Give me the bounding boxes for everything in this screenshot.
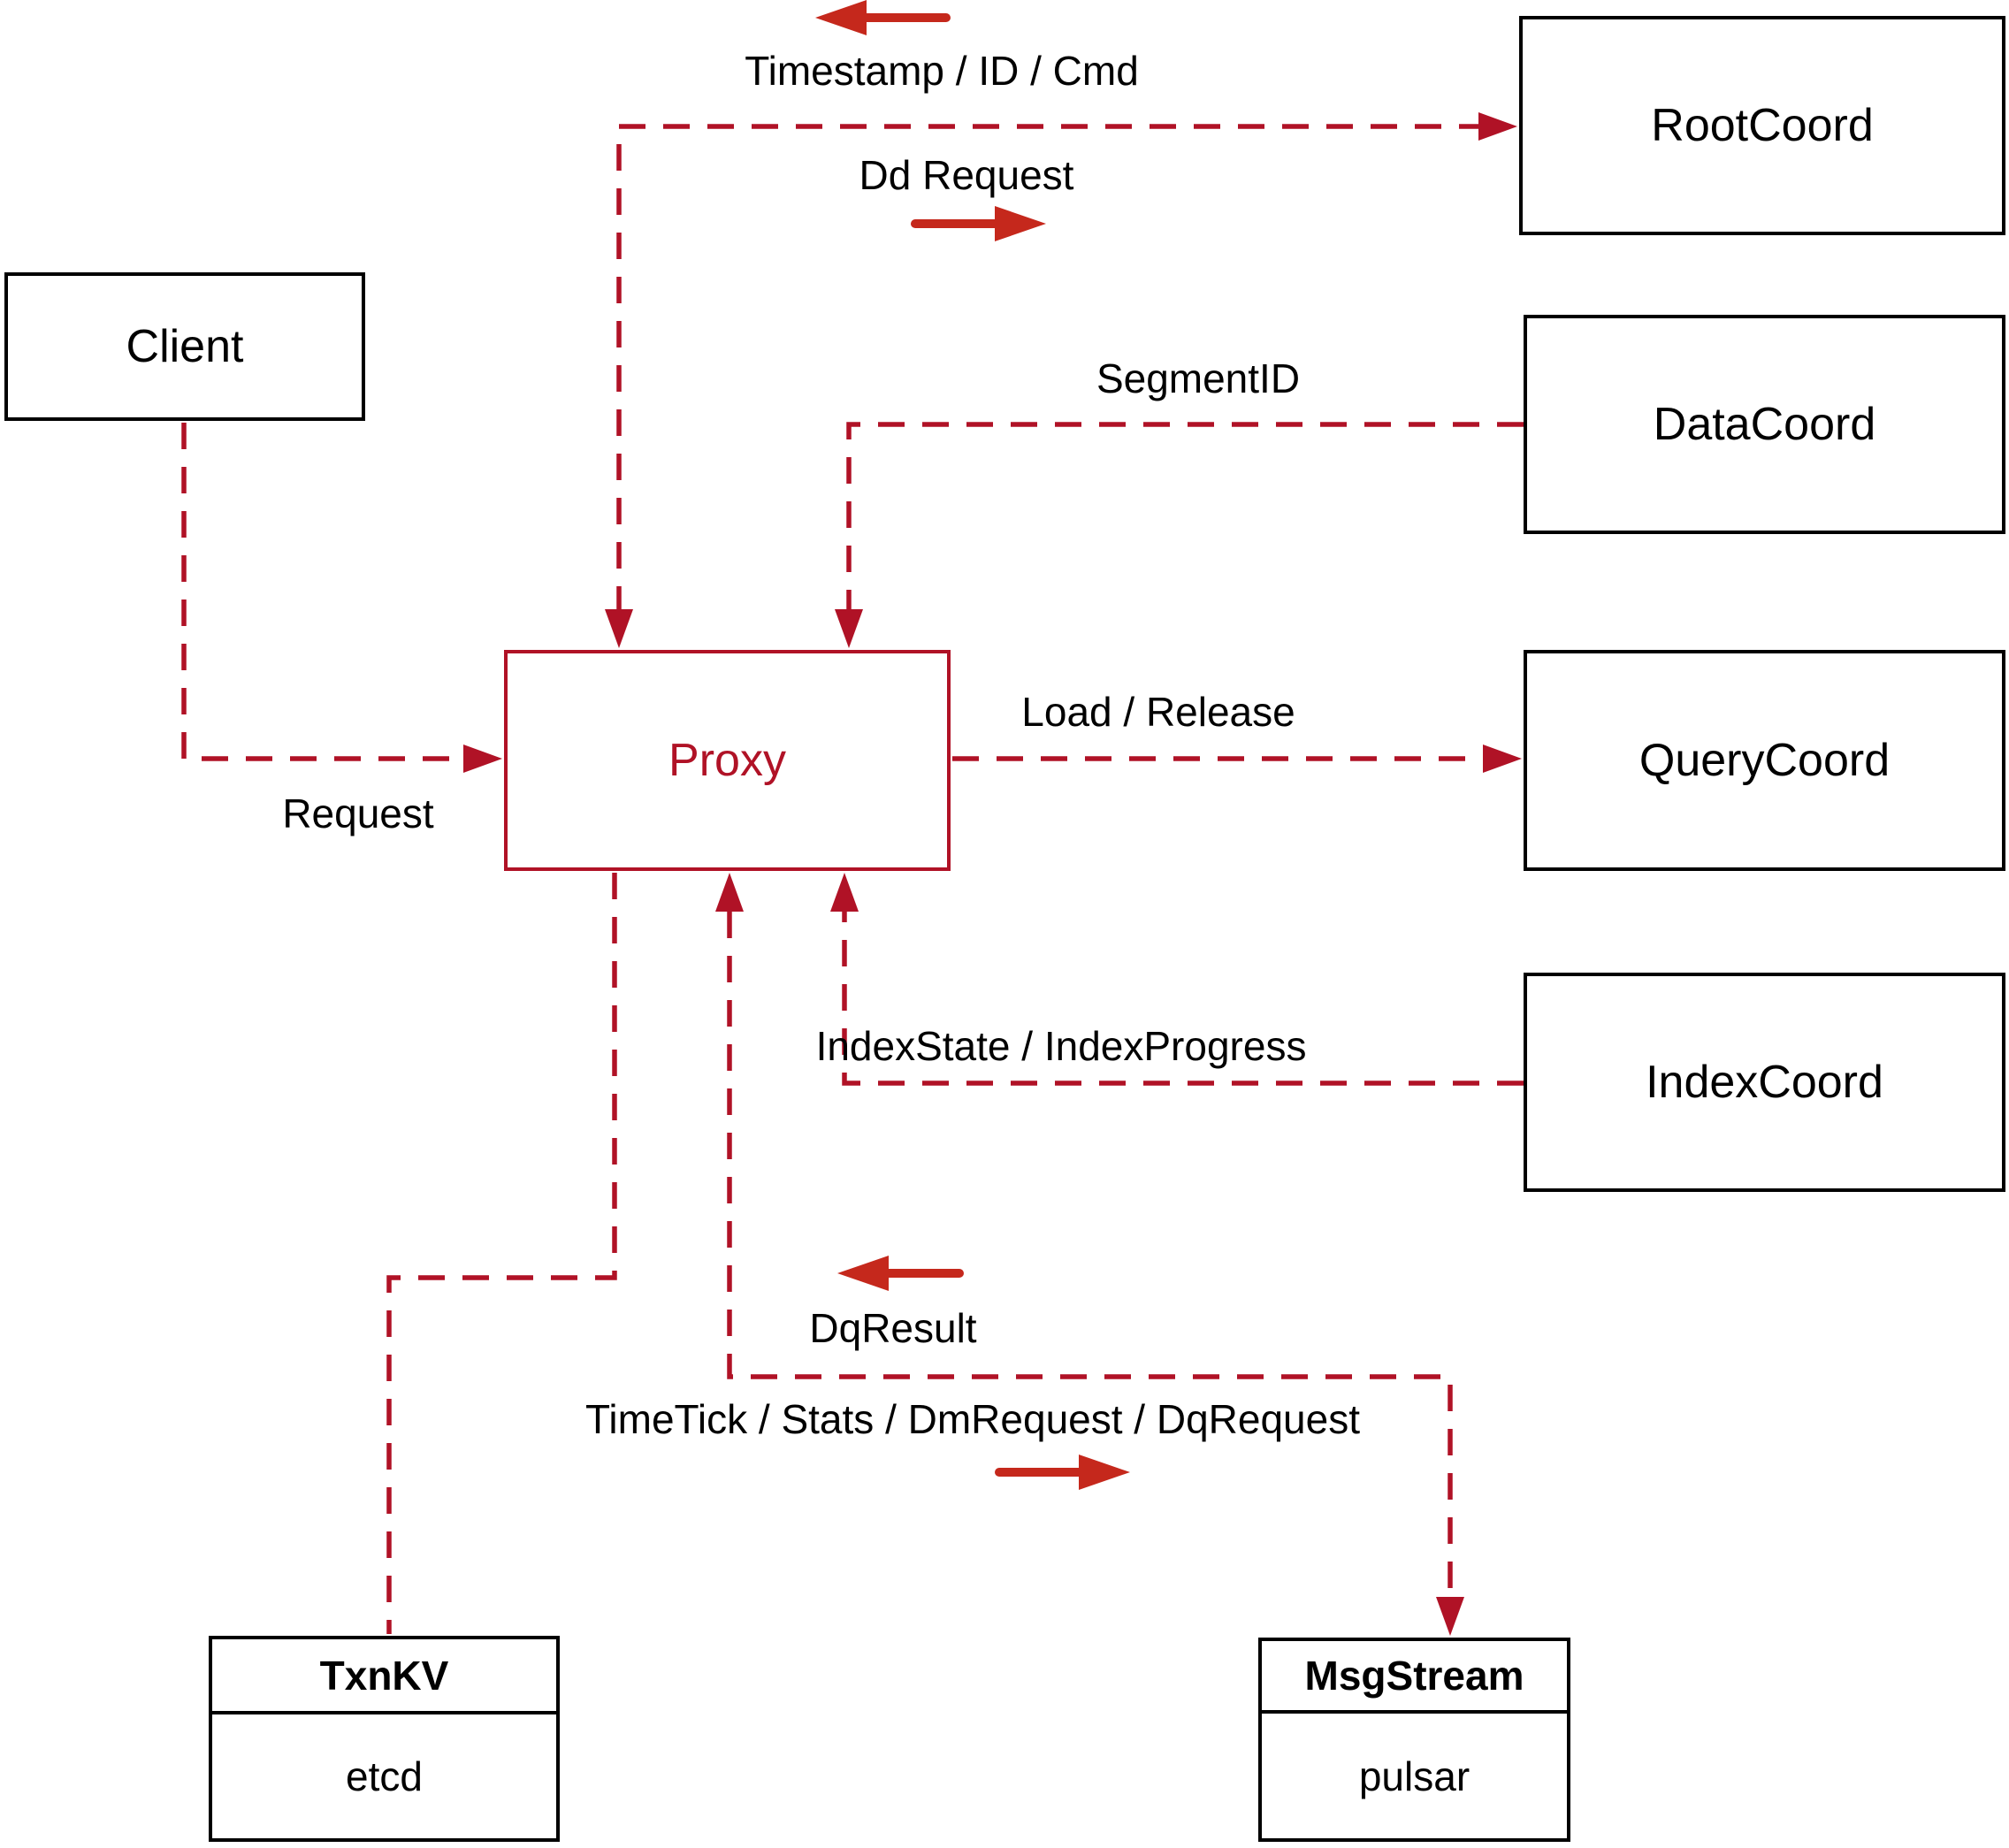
node-proxy-label: Proxy — [668, 735, 786, 786]
edge-proxy-rootcoord — [605, 112, 1517, 648]
node-msgstream-body: pulsar — [1358, 1753, 1470, 1799]
direction-arrow-left-timestamp — [815, 0, 951, 35]
edge-label-time-tick: TimeTick / Stats / DmRequest / DqRequest — [585, 1396, 1360, 1442]
edge-proxy-txnkv — [386, 873, 617, 1634]
arrowhead-into-msgstream — [1436, 1597, 1464, 1636]
node-datacoord-label: DataCoord — [1653, 399, 1876, 450]
arrowhead-into-proxy-bottom-left — [715, 873, 744, 912]
node-txnkv-title: TxnKV — [212, 1639, 556, 1714]
node-indexcoord-label: IndexCoord — [1646, 1057, 1883, 1108]
edge-datacoord-proxy — [835, 422, 1524, 648]
arrowhead-into-proxy-bottom-right — [830, 873, 859, 912]
node-txnkv-body: etcd — [346, 1753, 423, 1799]
node-datacoord: DataCoord — [1524, 315, 2005, 534]
arrowhead-into-proxy-left — [463, 745, 502, 773]
node-msgstream: MsgStream pulsar — [1258, 1638, 1570, 1842]
edge-label-index-state: IndexState / IndexProgress — [815, 1023, 1307, 1069]
node-rootcoord-label: RootCoord — [1651, 100, 1874, 151]
node-msgstream-title: MsgStream — [1262, 1641, 1567, 1714]
node-txnkv: TxnKV etcd — [209, 1636, 560, 1842]
node-rootcoord: RootCoord — [1519, 16, 2005, 235]
arrowhead-into-proxy-top-right — [835, 609, 863, 648]
arrowhead-into-rootcoord — [1478, 112, 1517, 141]
direction-arrow-right-dd-request — [911, 206, 1046, 241]
edge-proxy-msgstream — [715, 873, 1464, 1636]
edge-label-load-release: Load / Release — [1021, 689, 1295, 735]
edge-label-request: Request — [282, 790, 434, 836]
direction-arrow-right-timetick — [995, 1455, 1130, 1490]
node-client: Client — [4, 272, 365, 421]
edge-label-segment-id: SegmentID — [1096, 355, 1301, 401]
edge-label-dq-result: DqResult — [809, 1305, 977, 1351]
edge-proxy-querycoord — [952, 745, 1522, 773]
node-indexcoord: IndexCoord — [1524, 973, 2005, 1192]
node-querycoord: QueryCoord — [1524, 650, 2005, 871]
edge-client-proxy — [181, 423, 502, 773]
edge-label-dd-request: Dd Request — [859, 152, 1074, 198]
arrowhead-into-proxy-top-left — [605, 609, 633, 648]
node-querycoord-label: QueryCoord — [1639, 735, 1891, 786]
edge-indexcoord-proxy — [830, 873, 1524, 1086]
edge-label-timestamp: Timestamp / ID / Cmd — [745, 48, 1139, 94]
node-proxy: Proxy — [504, 650, 951, 871]
node-client-label: Client — [126, 321, 244, 372]
arrowhead-into-querycoord — [1483, 745, 1522, 773]
direction-arrow-left-dqresult — [837, 1256, 964, 1291]
